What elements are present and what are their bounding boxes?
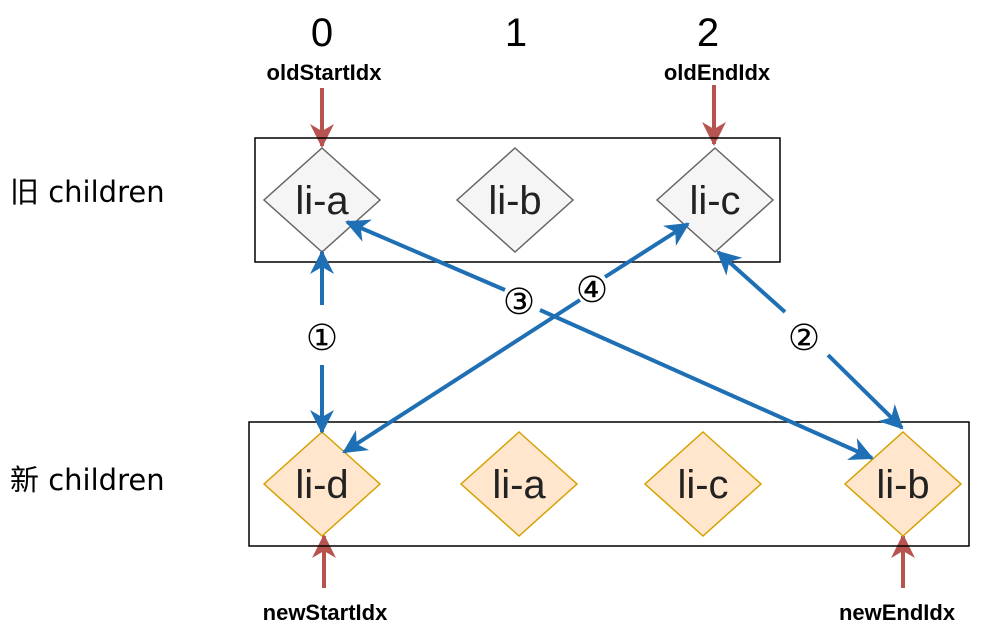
step-label-2: ② (788, 318, 820, 359)
new-node-li-c: li-c (643, 430, 763, 538)
index-0: 0 (311, 11, 333, 55)
old-node-label: li-c (689, 179, 740, 223)
new-children-box (248, 421, 970, 547)
compare-arrow-2 (826, 353, 904, 430)
new-node-li-b: li-b (843, 430, 963, 538)
new-node-label: li-b (876, 463, 929, 507)
compare-arrow-4 (603, 222, 690, 279)
old-children-label: 旧 children (10, 175, 165, 209)
new-node-label: li-d (295, 463, 348, 507)
compare-arrow-4 (342, 298, 582, 454)
compare-arrow-3 (539, 308, 874, 461)
new-children-label: 新 children (10, 463, 165, 497)
new-start-pointer-label: newStartIdx (263, 600, 388, 625)
old-start-pointer-label: oldStartIdx (267, 60, 383, 85)
old-node-label: li-a (295, 179, 349, 223)
old-node-li-b: li-b (455, 146, 575, 254)
new-node-li-a: li-a (459, 430, 579, 538)
index-1: 1 (505, 11, 527, 55)
compare-arrow-2 (716, 250, 787, 314)
step-label-1: ① (306, 318, 338, 359)
index-2: 2 (697, 11, 719, 55)
old-children-box (254, 137, 781, 263)
new-node-li-d: li-d (262, 430, 382, 538)
old-node-li-a: li-a (262, 146, 382, 254)
old-node-li-c: li-c (655, 146, 775, 254)
new-node-label: li-c (677, 463, 728, 507)
old-end-pointer-label: oldEndIdx (664, 60, 771, 85)
new-end-pointer-label: newEndIdx (839, 600, 956, 625)
old-node-label: li-b (488, 179, 541, 223)
compare-arrow-3 (345, 219, 506, 292)
step-label-4: ④ (576, 270, 608, 311)
new-node-label: li-a (492, 463, 546, 507)
step-label-3: ③ (503, 282, 535, 323)
